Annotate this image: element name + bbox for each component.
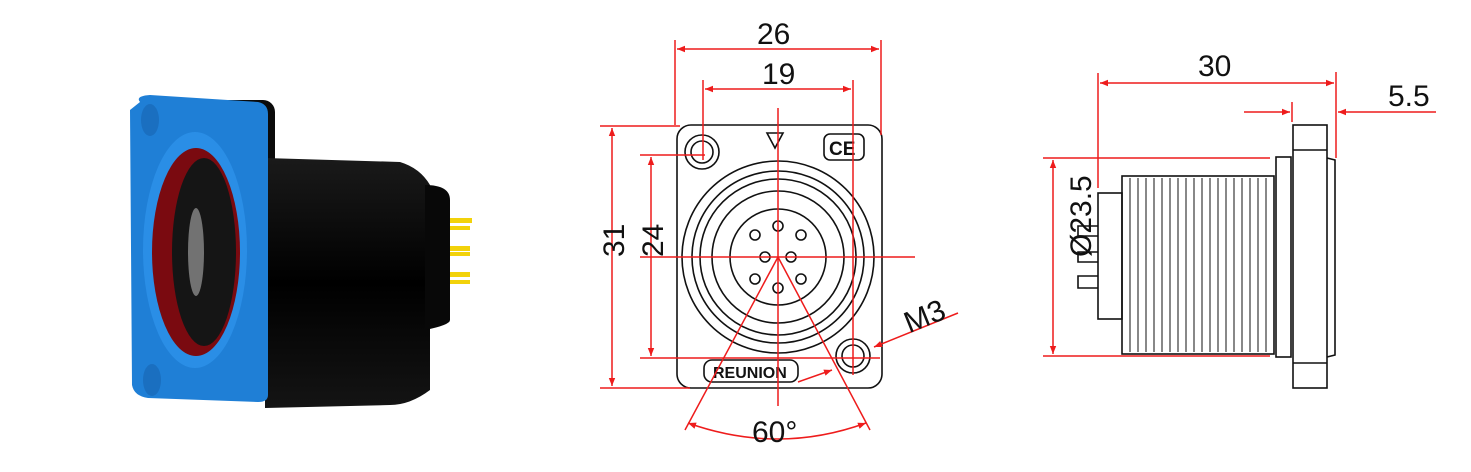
- ce-mark-icon: [823, 133, 865, 161]
- length-dimension: 30: [1198, 50, 1231, 83]
- diameter-dimension: Ø23.5: [1065, 175, 1098, 257]
- orientation-triangle-icon: [765, 132, 785, 150]
- thread-lines: [1129, 178, 1267, 352]
- angle-dimension: 60°: [752, 416, 797, 449]
- brand-plate: [703, 359, 799, 383]
- flange-dimension: 5.5: [1388, 80, 1430, 113]
- hole-spacing-y-dimension: 24: [637, 224, 670, 257]
- side-pins-icon: [1077, 225, 1098, 289]
- hole-spacing-x-dimension: 19: [762, 58, 795, 91]
- front-view: CE REUNION: [598, 18, 959, 449]
- connector-3d-render: [130, 95, 472, 408]
- pins-icon: [450, 218, 472, 284]
- brand-label: REUNION: [713, 365, 787, 382]
- ce-mark-label: CE: [829, 139, 855, 160]
- height-dimension: 31: [598, 224, 631, 257]
- width-dimension: 26: [757, 18, 790, 51]
- side-view: 30 5.5 Ø23.5: [1043, 50, 1436, 389]
